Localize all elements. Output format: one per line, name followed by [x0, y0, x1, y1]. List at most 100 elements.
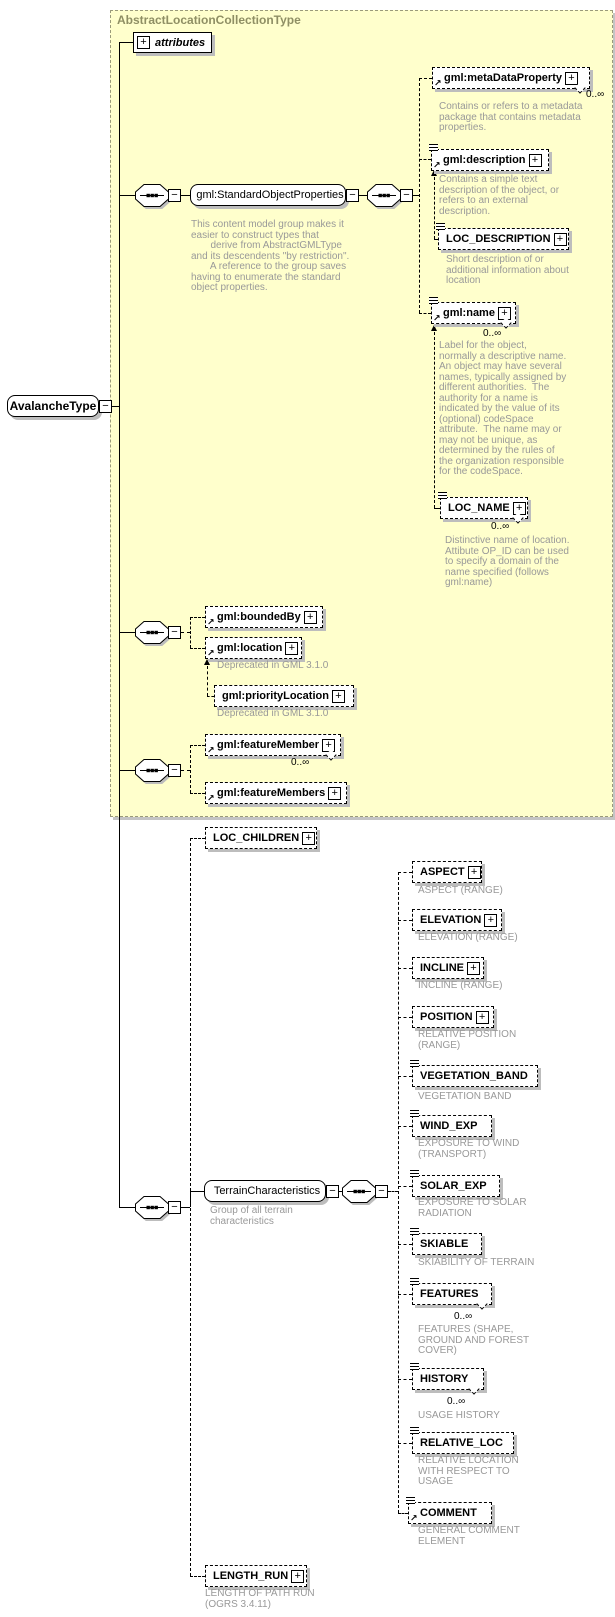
element-label: gml:featureMember	[217, 739, 320, 751]
expand-icon[interactable]: +	[564, 71, 578, 85]
sequence-compositor-icon[interactable]	[135, 759, 169, 782]
annotation-marker-icon	[410, 1170, 419, 1177]
element-label: SKIABLE	[420, 1238, 469, 1250]
element-name[interactable]: ↗ gml:name +	[429, 297, 516, 329]
element-length-run[interactable]: LENGTH_RUN +	[205, 1565, 307, 1587]
annotation-text: Short description of or additional infor…	[446, 254, 569, 286]
expand-icon[interactable]: +	[285, 641, 299, 655]
expand-icon[interactable]: +	[528, 153, 542, 167]
substitution-arrow-icon	[204, 659, 210, 665]
connector-line	[398, 1186, 412, 1187]
expand-icon[interactable]: +	[322, 738, 336, 752]
element-aspect[interactable]: ASPECT +	[412, 861, 482, 883]
element-loc-children[interactable]: LOC_CHILDREN +	[205, 827, 317, 849]
expand-icon[interactable]: +	[137, 36, 150, 49]
collapse-icon[interactable]: −	[99, 400, 112, 413]
annotation-text: Contains or refers to a metadata package…	[439, 101, 583, 133]
substitution-arrow-icon	[431, 325, 437, 331]
element-description[interactable]: ↗ gml:description +	[429, 144, 549, 171]
annotation-text: ELEVATION (RANGE)	[418, 932, 518, 943]
expand-icon[interactable]: +	[331, 689, 345, 703]
connector-line	[190, 745, 191, 793]
connector-line	[398, 1017, 412, 1018]
connector-line	[112, 406, 119, 407]
connector-line	[181, 632, 190, 633]
element-skiable[interactable]: SKIABLE	[410, 1228, 482, 1255]
element-featuremember[interactable]: ↗ gml:featureMember +	[205, 734, 341, 761]
element-label: COMMENT	[420, 1507, 477, 1519]
element-label: gml:description	[443, 154, 526, 166]
expand-icon[interactable]: +	[553, 232, 567, 246]
connector-line	[181, 195, 190, 196]
annotation-marker-icon	[410, 1427, 419, 1434]
element-wind-exp[interactable]: WIND_EXP	[410, 1110, 492, 1137]
element-features[interactable]: FEATURES	[410, 1278, 492, 1310]
group-label: gml:StandardObjectProperties	[196, 189, 344, 201]
element-loc-name[interactable]: LOC_NAME +	[438, 492, 528, 524]
element-history[interactable]: HISTORY	[410, 1363, 484, 1395]
connector-line	[388, 1191, 398, 1192]
element-prioritylocation[interactable]: gml:priorityLocation +	[214, 685, 354, 707]
annotation-text: GENERAL COMMENT ELEMENT	[418, 1525, 520, 1547]
reference-arrow-icon: ↗	[434, 79, 442, 89]
expand-icon[interactable]: +	[467, 961, 480, 975]
substitution-line	[434, 177, 435, 239]
expand-icon[interactable]: +	[328, 786, 342, 800]
reference-arrow-icon: ↗	[433, 161, 441, 171]
element-comment[interactable]: ↗ COMMENT	[406, 1497, 492, 1524]
element-label: gml:boundedBy	[217, 611, 301, 623]
connector-line	[190, 745, 205, 746]
collapse-icon[interactable]: −	[168, 764, 181, 777]
connector-line	[119, 632, 135, 633]
sequence-compositor-icon[interactable]	[342, 1180, 376, 1203]
expand-icon[interactable]: +	[475, 1010, 489, 1024]
element-location[interactable]: ↗ gml:location +	[205, 637, 302, 659]
annotation-marker-icon	[410, 1228, 419, 1235]
collapse-icon[interactable]: −	[375, 1185, 388, 1198]
root-type-box[interactable]: AvalancheType	[7, 395, 99, 417]
substitution-line	[434, 239, 438, 240]
connector-line	[398, 872, 399, 1513]
group-terraincharacteristics[interactable]: TerrainCharacteristics	[204, 1180, 326, 1202]
element-loc-description[interactable]: LOC_DESCRIPTION +	[436, 223, 569, 250]
element-label: HISTORY	[420, 1373, 469, 1385]
collapse-icon[interactable]: −	[326, 1185, 339, 1198]
occurrence-label: 0..∞	[291, 757, 310, 768]
sequence-compositor-icon[interactable]	[367, 184, 401, 207]
element-metadataproperty[interactable]: ↗ gml:metaDataProperty +	[432, 67, 590, 94]
expand-icon[interactable]: +	[512, 501, 526, 515]
sequence-compositor-icon[interactable]	[135, 184, 169, 207]
element-featuremembers[interactable]: ↗ gml:featureMembers +	[205, 782, 347, 804]
sequence-compositor-icon[interactable]	[135, 1196, 169, 1219]
element-boundedby[interactable]: ↗ gml:boundedBy +	[205, 606, 323, 628]
group-standardobjectproperties[interactable]: gml:StandardObjectProperties	[190, 184, 346, 206]
element-label: gml:featureMembers	[217, 787, 326, 799]
element-vegetation-band[interactable]: VEGETATION_BAND	[410, 1060, 538, 1087]
element-elevation[interactable]: ELEVATION +	[412, 909, 502, 931]
connector-line	[398, 1513, 408, 1514]
collapse-icon[interactable]: −	[168, 1201, 181, 1214]
element-label: LENGTH_RUN	[213, 1570, 289, 1582]
collapse-icon[interactable]: −	[168, 626, 181, 639]
connector-line	[398, 1126, 412, 1127]
element-incline[interactable]: INCLINE +	[412, 957, 484, 979]
element-relative-loc[interactable]: RELATIVE_LOC	[410, 1427, 514, 1454]
expand-icon[interactable]: +	[302, 831, 316, 845]
expand-icon[interactable]: +	[484, 913, 498, 927]
sequence-compositor-icon[interactable]	[135, 621, 169, 644]
element-solar-exp[interactable]: SOLAR_EXP	[410, 1170, 500, 1197]
collapse-icon[interactable]: −	[168, 189, 181, 202]
collapse-icon[interactable]: −	[346, 189, 359, 202]
expand-icon[interactable]: +	[291, 1569, 305, 1583]
expand-icon[interactable]: +	[467, 865, 481, 879]
element-label: SOLAR_EXP	[420, 1180, 487, 1192]
connector-line	[359, 195, 367, 196]
element-position[interactable]: POSITION +	[412, 1006, 494, 1028]
connector-line	[190, 1576, 205, 1577]
expand-icon[interactable]: +	[303, 610, 317, 624]
attributes-box[interactable]: + attributes	[133, 32, 213, 53]
annotation-text: This content model group makes it easier…	[191, 219, 350, 293]
collapse-icon[interactable]: −	[400, 189, 413, 202]
connector-line	[419, 313, 431, 314]
repeat-notch-icon	[476, 1298, 488, 1310]
